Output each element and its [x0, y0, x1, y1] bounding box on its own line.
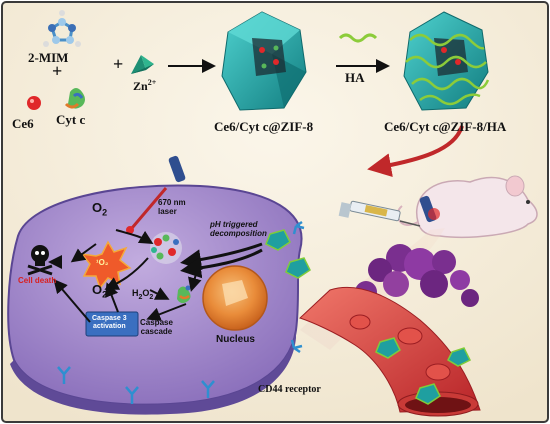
caspase3-box — [85, 311, 139, 337]
label-nucleus: Nucleus — [216, 334, 255, 345]
label-o2-top: O2 — [92, 200, 108, 218]
label-cell-death: Cell death — [18, 276, 57, 285]
zif8-crystal — [221, 11, 307, 111]
zif8-ha-crystal — [403, 11, 490, 111]
label-product-1: Ce6/Cyt c@ZIF-8 — [214, 119, 314, 134]
ce6-molecule-icon — [27, 96, 41, 110]
laser-probe-left-icon — [126, 155, 186, 234]
vessel-nanoparticles — [375, 337, 472, 405]
label-laser: 670 nm laser — [158, 198, 186, 216]
ha-chain-icon — [338, 33, 378, 43]
cytc-protein-icon — [64, 88, 85, 109]
mouse-illustration — [396, 175, 538, 238]
2-mim-molecule — [43, 10, 81, 47]
label-ph-trigger: pH triggered decomposition — [210, 220, 267, 238]
laser-probe-right-icon — [419, 195, 440, 223]
label-cd44-receptor: CD44 receptor — [258, 384, 321, 395]
label-singlet-oxygen: ¹O₂ — [96, 258, 109, 267]
label-h2o2: H2O2 — [132, 288, 154, 301]
syringe-icon — [338, 200, 421, 227]
pathway-arrows — [48, 229, 263, 323]
plus-sign-1: + — [52, 61, 63, 81]
incoming-nanoparticles — [265, 229, 311, 279]
label-2mim: 2-MIM — [28, 50, 69, 65]
label-ha: HA — [345, 70, 365, 85]
label-o2-up: O2↑ — [92, 282, 114, 300]
label-ce6: Ce6 — [12, 116, 34, 131]
decomposing-particle — [150, 232, 182, 264]
label-caspase-cascade: Caspase cascade — [140, 318, 173, 336]
zinc-ion-icon — [131, 55, 154, 74]
laser-beam — [130, 187, 168, 229]
injection-arrow — [367, 125, 464, 178]
label-caspase3: Caspase 3 activation — [92, 315, 127, 330]
nucleus — [202, 265, 268, 331]
label-product-2: Ce6/Cyt c@ZIF-8/HA — [384, 119, 507, 134]
label-zinc: Zn2+ — [133, 78, 157, 93]
cd44-receptors — [57, 220, 305, 404]
label-cytc: Cyt c — [56, 112, 86, 127]
plus-sign-2: + — [113, 54, 124, 74]
